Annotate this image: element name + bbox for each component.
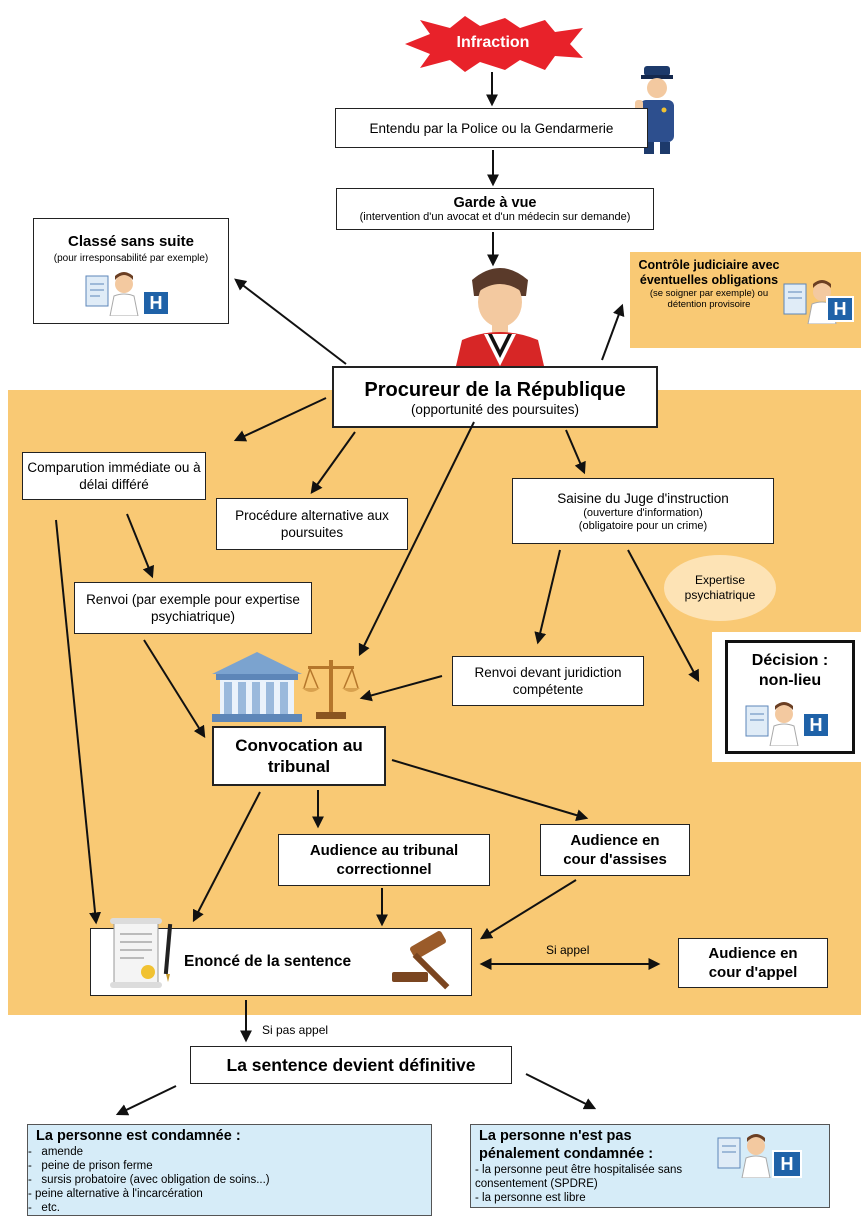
arrow-procureur-comparution <box>233 397 327 442</box>
procedure-alternative-box: Procédure alternative aux poursuites <box>216 498 408 550</box>
entendu-text: Entendu par la Police ou la Gendarmerie <box>369 120 614 136</box>
doctor-icon <box>85 272 139 316</box>
non-condamnee-line1: - la personne peut être hospitalisée san… <box>475 1164 683 1190</box>
garde-a-vue-box: Garde à vue (intervention d'un avocat et… <box>336 188 654 230</box>
saisine-sub2: (obligatoire pour un crime) <box>578 519 708 532</box>
entendu-box: Entendu par la Police ou la Gendarmerie <box>335 108 648 148</box>
non-condamnee-title: La personne n'est pas pénalement condamn… <box>479 1128 654 1162</box>
procedure-alt-text: Procédure alternative aux poursuites <box>235 508 389 540</box>
arrow-procureur-procedure <box>310 431 356 494</box>
renvoi-expertise-box: Renvoi (par exemple pour expertise psych… <box>74 582 312 634</box>
arrow-procureur-controle <box>601 303 625 361</box>
non-condamnee-box: La personne n'est pas pénalement condamn… <box>470 1124 830 1208</box>
expertise-text: Expertise psychiatrique <box>684 573 756 602</box>
hospital-icon: H <box>772 1150 802 1178</box>
arrow-definitive-condamnee <box>115 1085 177 1116</box>
arrow-assises-enonce <box>479 879 577 940</box>
courthouse-icon <box>212 652 302 722</box>
audience-appel-box: Audience en cour d'appel <box>678 938 828 988</box>
controle-sub: (se soigner par exemple) ou détention pr… <box>649 288 769 310</box>
renvoi1-text: Renvoi (par exemple pour expertise psych… <box>86 592 300 624</box>
condamnee-item: - amende <box>28 1146 83 1158</box>
arrow-comparution-enonce <box>55 519 102 925</box>
non-condamnee-line2: - la personne est libre <box>475 1192 586 1204</box>
doctor-icon <box>745 702 799 746</box>
sentence-scroll-icon <box>110 918 173 988</box>
arrow-comparution-renvoi <box>126 513 154 579</box>
comparution-text: Comparution immédiate ou à délai différé <box>27 460 201 492</box>
arrow-saisine-renvoi2 <box>534 549 561 645</box>
expertise-oval: Expertise psychiatrique <box>664 555 776 621</box>
convocation-box: Convocation au tribunal <box>212 726 386 786</box>
hospital-icon: H <box>802 712 830 738</box>
arrow-definitive-non-condamnee <box>525 1073 597 1110</box>
magistrate-icon <box>456 268 544 366</box>
procureur-box: Procureur de la République (opportunité … <box>332 366 658 428</box>
doctor-icon <box>783 280 837 324</box>
si-pas-appel-label: Si pas appel <box>262 1023 329 1037</box>
condamnee-item: - sursis probatoire (avec obligation de … <box>28 1174 270 1186</box>
garde-sub: (intervention d'un avocat et d'un médeci… <box>359 210 631 223</box>
audience-appel-text: Audience en cour d'appel <box>708 945 798 981</box>
saisine-sub1: (ouverture d'information) <box>583 506 703 519</box>
sentence-definitive-box: La sentence devient définitive <box>190 1046 512 1084</box>
garde-title: Garde à vue <box>453 194 537 211</box>
decision-text: Décision : non-lieu <box>751 652 829 689</box>
procureur-title: Procureur de la République <box>364 378 626 401</box>
controle-title: Contrôle judiciaire avec éventuelles obl… <box>638 258 780 287</box>
classe-title: Classé sans suite <box>68 233 194 250</box>
comparution-box: Comparution immédiate ou à délai différé <box>22 452 206 500</box>
doctor-icon <box>717 1134 771 1178</box>
audience-assises-text: Audience en cour d'assises <box>563 832 667 868</box>
convocation-text: Convocation au tribunal <box>235 736 363 776</box>
condamnee-item: - peine alternative à l'incarcération <box>28 1188 203 1200</box>
arrow-convocation-assises <box>391 759 589 821</box>
audience-assises-box: Audience en cour d'assises <box>540 824 690 876</box>
saisine-box: Saisine du Juge d'instruction (ouverture… <box>512 478 774 544</box>
si-appel-label: Si appel <box>546 943 590 957</box>
definitive-text: La sentence devient définitive <box>226 1054 476 1075</box>
condamnee-item: - peine de prison ferme <box>28 1160 153 1172</box>
arrow-saisine-decision <box>627 549 700 683</box>
audience-correctionnel-box: Audience au tribunal correctionnel <box>278 834 490 886</box>
controle-judiciaire-text: Contrôle judiciaire avec éventuelles obl… <box>634 258 784 310</box>
infraction-star <box>405 16 583 72</box>
renvoi2-text: Renvoi devant juridiction compétente <box>474 665 622 697</box>
infraction-label: Infraction <box>456 34 530 51</box>
arrow-convocation-enonce <box>192 791 261 923</box>
condamnee-item: - etc. <box>28 1202 60 1214</box>
arrow-renvoi1-convocation <box>143 639 206 739</box>
arrow-procureur-convocation <box>358 421 475 657</box>
classe-sub: (pour irresponsabilité par exemple) <box>53 253 209 264</box>
hospital-icon: H <box>142 290 170 316</box>
condamnee-title: La personne est condamnée : <box>36 1128 241 1144</box>
scales-of-justice-icon <box>302 660 360 719</box>
hospital-icon: H <box>826 296 854 322</box>
enonce-text: Enoncé de la sentence <box>184 953 352 970</box>
renvoi-juridiction-box: Renvoi devant juridiction compétente <box>452 656 644 706</box>
audience-corr-text: Audience au tribunal correctionnel <box>309 842 459 878</box>
arrow-procureur-classe <box>234 278 347 365</box>
arrow-procureur-saisine <box>565 429 586 475</box>
condamnee-box: La personne est condamnée : - amende - p… <box>27 1124 432 1216</box>
gavel-icon <box>392 931 450 990</box>
procureur-sub: (opportunité des poursuites) <box>410 401 580 417</box>
arrow-renvoi2-convocation <box>359 675 443 702</box>
saisine-title: Saisine du Juge d'instruction <box>557 490 729 506</box>
